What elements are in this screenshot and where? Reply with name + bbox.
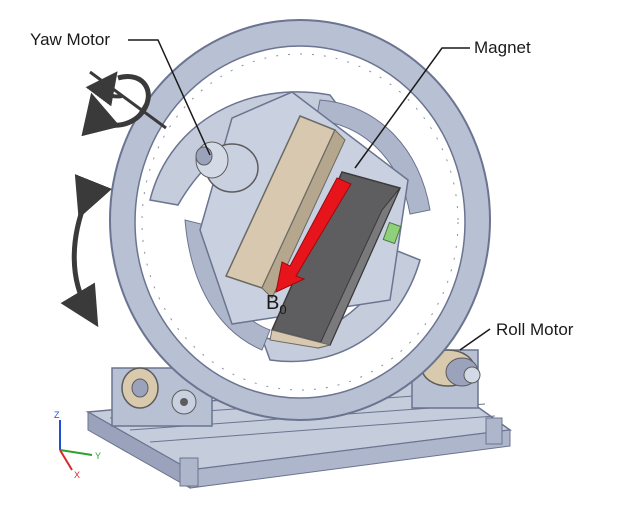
yaw-rotation-icon (81, 70, 167, 137)
yaw-motor-label: Yaw Motor (30, 30, 110, 49)
roll-motor-body (421, 349, 481, 387)
roll-motor-label: Roll Motor (496, 320, 574, 339)
field-arrow (275, 177, 352, 293)
roll-rotation-icon (60, 174, 112, 328)
magnet-label: Magnet (474, 38, 531, 57)
field-label: B0 (266, 292, 287, 317)
axis-label-x: X (74, 470, 80, 480)
yaw-motor-body (195, 141, 259, 193)
axis-triad: Z Y X (54, 410, 101, 480)
axis-label-y: Y (95, 451, 101, 461)
field-subscript: 0 (279, 302, 287, 317)
axis-label-z: Z (54, 410, 60, 420)
field-symbol: B (266, 292, 280, 314)
leader-lines (128, 39, 491, 351)
magnet-assembly (224, 115, 402, 349)
